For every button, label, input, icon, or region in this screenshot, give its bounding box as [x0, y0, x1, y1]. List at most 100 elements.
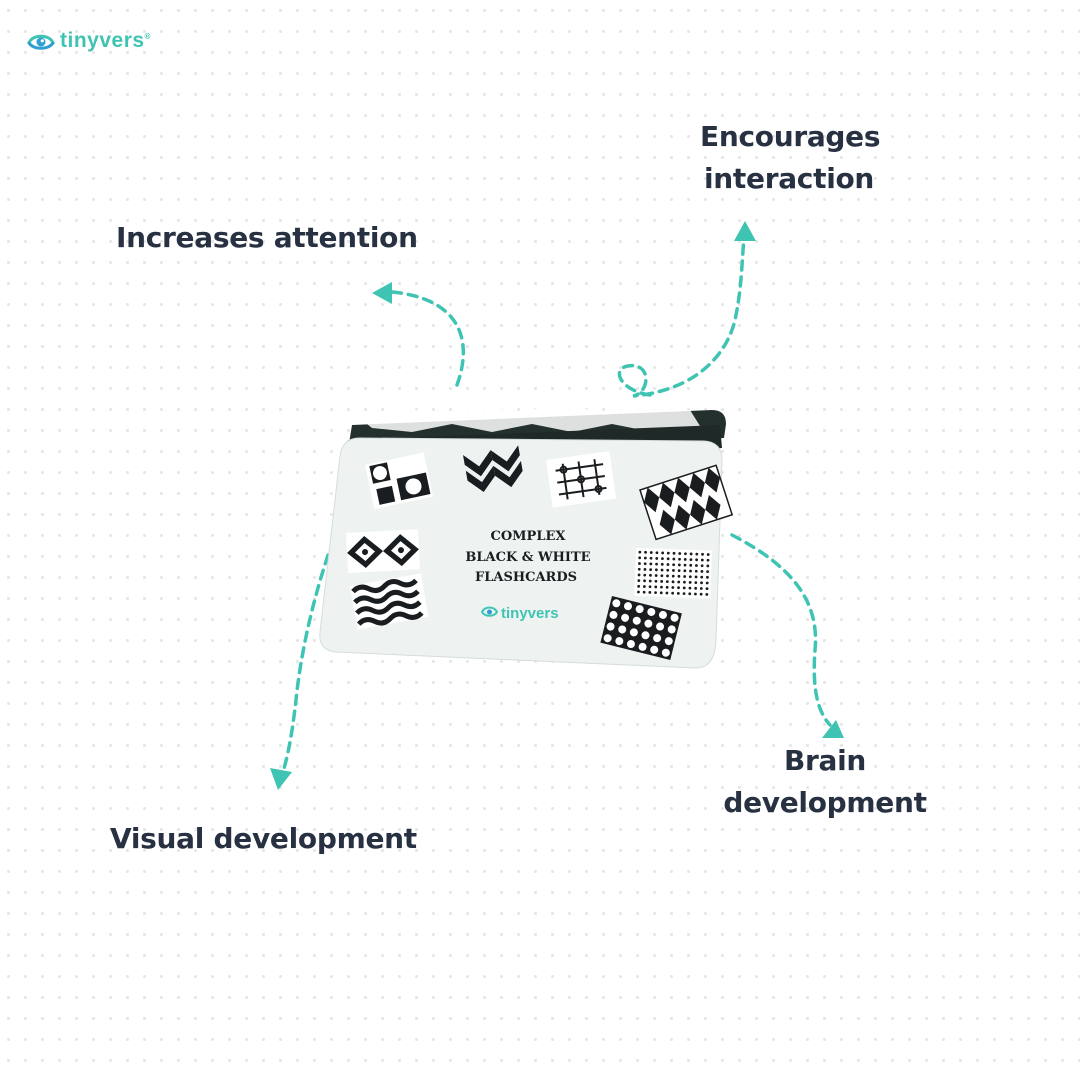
dot [694, 575, 698, 579]
pattern-circle [658, 610, 667, 619]
pattern-circle [641, 631, 650, 640]
pattern-circle [664, 637, 673, 646]
dot [671, 574, 675, 578]
dot [682, 586, 686, 590]
card-brand-icon [480, 606, 499, 617]
pattern-circle [624, 602, 633, 611]
dot [672, 563, 676, 567]
pattern-circle [647, 607, 656, 616]
dot [706, 570, 710, 574]
dot [643, 568, 647, 571]
arrow-to-attention [390, 290, 466, 387]
dot [677, 569, 681, 573]
dot [637, 567, 641, 571]
dot [672, 569, 675, 572]
dot [699, 587, 703, 590]
dot [655, 551, 659, 555]
dot [665, 580, 669, 584]
eye-swirl-logo-icon [27, 34, 55, 50]
pattern-circle [635, 605, 644, 614]
dot [706, 558, 710, 562]
dot [688, 575, 692, 579]
dot [638, 556, 642, 560]
dot [649, 568, 653, 572]
pattern-checker-circles [600, 596, 682, 660]
dot [644, 550, 647, 554]
dot [643, 573, 647, 577]
dot [648, 591, 652, 594]
dot [672, 551, 676, 555]
card-brand: tinyvers [480, 605, 559, 622]
pattern-chevrons [463, 445, 523, 492]
pattern-circle [629, 628, 638, 637]
dot [677, 580, 681, 584]
dot [689, 558, 693, 562]
pattern-circle [606, 622, 615, 631]
dot [700, 575, 704, 579]
dot [648, 579, 652, 583]
dot [699, 592, 703, 596]
dot [654, 579, 658, 583]
dot [695, 552, 699, 556]
pattern-circle [626, 640, 635, 649]
card-title-line-3: FLASHCARDS [475, 570, 577, 585]
logo-wordmark: tinyvers® [60, 29, 151, 53]
dot [655, 562, 658, 566]
dot [660, 562, 664, 566]
arrow-to-interaction [617, 236, 746, 398]
dot [665, 585, 669, 589]
dot [637, 579, 641, 583]
brand-logo[interactable]: tinyvers® [26, 26, 151, 56]
dot [649, 562, 653, 566]
dot [666, 574, 669, 578]
dot [637, 584, 641, 588]
dot [705, 587, 709, 591]
dot [683, 558, 687, 561]
dot [649, 556, 653, 560]
dot [671, 586, 675, 589]
arrowhead-interaction [734, 221, 756, 241]
dot [654, 574, 658, 577]
dot [660, 580, 664, 583]
dot [706, 575, 709, 579]
dot [659, 591, 663, 595]
logo-text: tinyvers [60, 29, 145, 52]
dot [676, 592, 680, 595]
dot [705, 592, 709, 596]
dot [638, 550, 642, 554]
pattern-circle [638, 642, 647, 651]
dot [688, 581, 692, 584]
benefit-label-brain: Brain development [714, 740, 936, 824]
benefit-text-line-2: development [723, 786, 927, 819]
dot [694, 586, 698, 590]
benefit-label-attention: Increases attention [116, 217, 418, 259]
dot [649, 551, 653, 554]
pattern-mesh [546, 451, 617, 508]
pattern-circle [618, 625, 627, 634]
dot [700, 581, 703, 585]
dot [665, 591, 669, 595]
dot [683, 580, 686, 584]
pattern-circle [667, 625, 676, 634]
dot [660, 585, 663, 589]
dot [678, 552, 682, 555]
pattern-circle [603, 634, 612, 643]
back-card-pattern [362, 404, 700, 432]
dot [677, 574, 681, 578]
pattern-circle [661, 648, 670, 657]
dot [683, 563, 687, 567]
dot [706, 553, 710, 556]
card-title-line-1: COMPLEX [491, 529, 567, 544]
dot [678, 557, 681, 561]
dot [677, 563, 681, 567]
dot [666, 551, 670, 555]
dot [642, 585, 646, 588]
dot [643, 579, 646, 583]
benefit-text-line-1: Brain [783, 744, 867, 777]
dot [695, 558, 699, 562]
dot [672, 557, 676, 561]
pattern-circle [670, 613, 679, 622]
pattern-circle [612, 599, 621, 608]
pattern-circle [650, 645, 659, 654]
